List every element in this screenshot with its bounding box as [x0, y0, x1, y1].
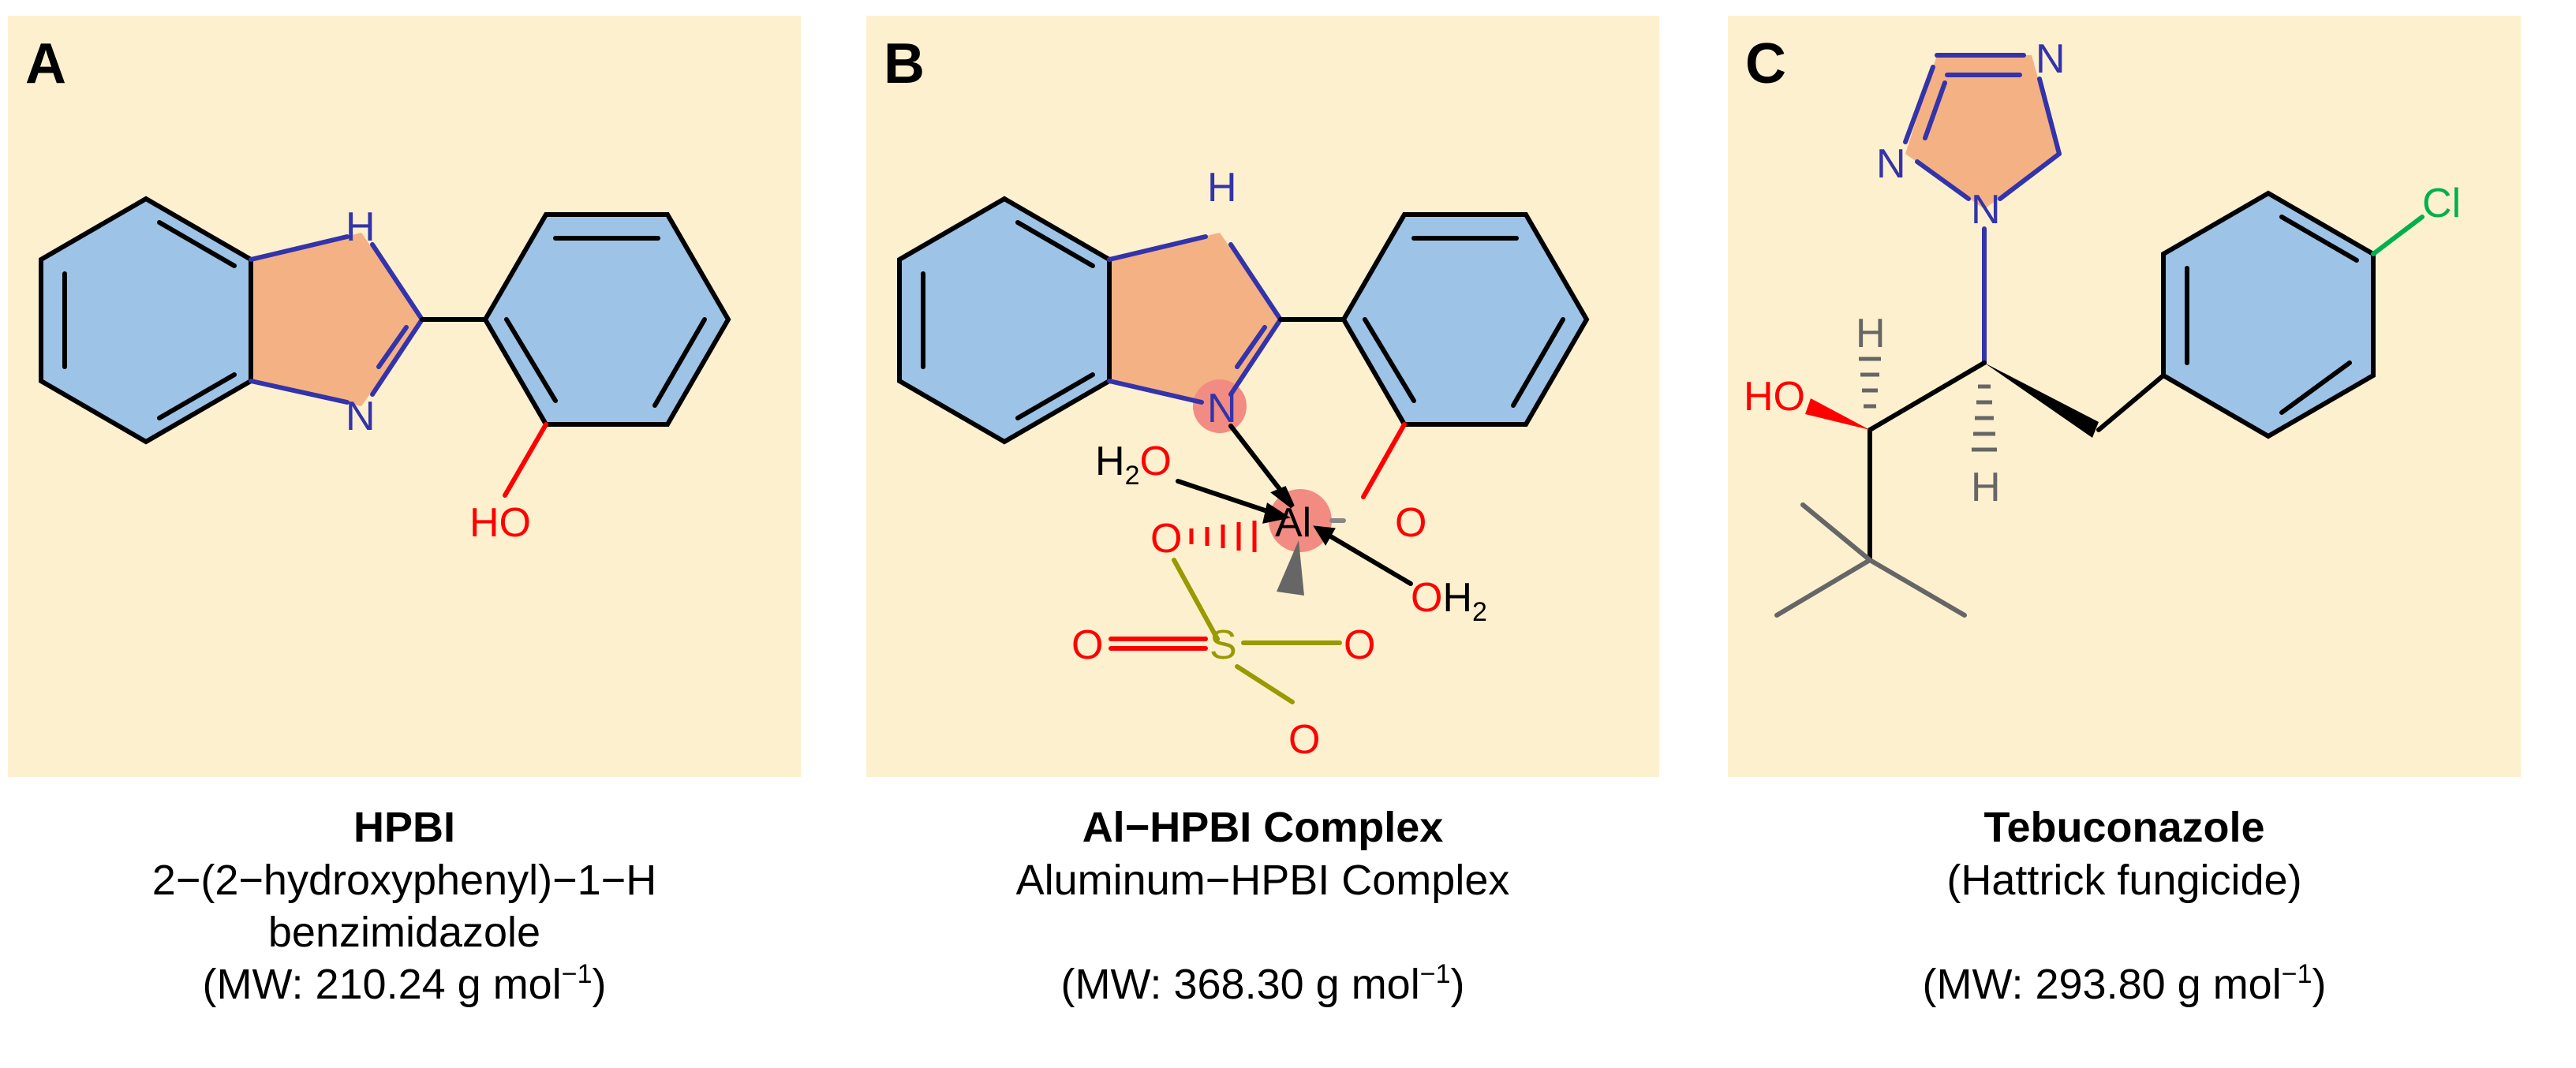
mw-text: (MW: 210.24 g mol [202, 961, 562, 1008]
molecular-weight: (MW: 368.30 g mol−1) [866, 958, 1659, 1010]
h2o-1-h: H2O [1095, 439, 1172, 491]
al-hpbi-structure: B [866, 16, 1659, 777]
benzene-ring-fused [899, 199, 1109, 442]
atom-label-o-sulfate-3: O [1344, 622, 1375, 668]
panel-letter-c: C [1745, 32, 1786, 95]
compound-title: HPBI [353, 804, 455, 851]
hpbi-structure: A H N HO [8, 16, 801, 777]
caption-c: Tebuconazole (Hattrick fungicide) (MW: 2… [1728, 801, 2521, 1010]
panel-letter-a: A [25, 32, 66, 95]
atom-label-n-2: N [1876, 141, 1906, 187]
molecular-weight: (MW: 210.24 g mol−1) [8, 958, 801, 1010]
caption-a: HPBI 2−(2−hydroxyphenyl)−1−H benzimidazo… [8, 801, 801, 1010]
atom-label-n-1: N [2036, 36, 2066, 82]
atom-label-o-sulfate-1: O [1150, 516, 1182, 562]
atom-label-nh: H [346, 204, 376, 250]
atom-label-o-sulfate-4: O [1288, 717, 1320, 763]
atom-label-n-3: N [1971, 187, 2001, 233]
mw-close: ) [2312, 961, 2327, 1008]
mw-text: (MW: 293.80 g mol [1922, 961, 2282, 1008]
chlorophenyl-ring [2163, 193, 2373, 436]
atom-label-h-1: H [1856, 311, 1886, 357]
panel-c-background [1728, 16, 2521, 777]
atom-label-ho: HO [1744, 374, 1805, 420]
wedge-bond-oh [1805, 398, 1870, 430]
highlight-al-atom [1269, 489, 1332, 552]
phenol-ring [1344, 215, 1587, 424]
compound-name-line-1: 2−(2−hydroxyphenyl)−1−H [151, 857, 657, 904]
atom-label-s: S [1209, 622, 1237, 668]
hashed-bond-h-1 [1859, 357, 1881, 409]
mw-exponent: −1 [1419, 959, 1451, 989]
compound-title: Tebuconazole [1983, 804, 2265, 851]
h2o-2: OH2 [1411, 575, 1487, 627]
panel-a: A H N HO [8, 16, 801, 777]
atom-label-cl: Cl [2422, 181, 2461, 226]
compound-name-line-1: Aluminum−HPBI Complex [1015, 857, 1510, 904]
mw-exponent: −1 [561, 959, 593, 989]
mw-text: (MW: 368.30 g mol [1060, 961, 1420, 1008]
atom-label-al: Al [1275, 500, 1311, 546]
atom-label-ho: HO [469, 500, 531, 546]
atom-label-h-2: H [1971, 465, 2001, 510]
compound-name-line-2: benzimidazole [267, 909, 541, 956]
atom-label-n: N [1207, 386, 1237, 431]
caption-b: Al−HPBI Complex Aluminum−HPBI Complex (M… [866, 801, 1659, 1010]
atom-label-o-sulfate-2: O [1071, 622, 1103, 668]
mw-close: ) [592, 961, 607, 1008]
wedge-bond-ch2 [1984, 363, 2099, 438]
panel-c: C [1728, 16, 2521, 777]
panel-letter-b: B [884, 32, 925, 95]
wedge-bond [1277, 540, 1304, 596]
mw-exponent: −1 [2281, 959, 2312, 989]
atom-label-o-phenol: O [1395, 500, 1426, 546]
compound-name-line-2 [1728, 906, 2521, 958]
hashed-bond-h-2 [1972, 384, 1997, 452]
triazole-ring [1905, 55, 2059, 209]
panel-b: B [866, 16, 1659, 777]
mw-close: ) [1450, 961, 1465, 1008]
molecular-weight: (MW: 293.80 g mol−1) [1728, 958, 2521, 1010]
atom-label-n: N [346, 394, 376, 439]
atom-label-nh: H [1207, 165, 1237, 211]
phenol-ring [485, 215, 728, 424]
compound-name-line-1: (Hattrick fungicide) [1946, 857, 2302, 904]
compound-title: Al−HPBI Complex [1082, 804, 1444, 851]
benzene-ring-fused [41, 199, 251, 442]
tebuconazole-structure: C [1728, 16, 2521, 777]
compound-name-line-2 [866, 906, 1659, 958]
